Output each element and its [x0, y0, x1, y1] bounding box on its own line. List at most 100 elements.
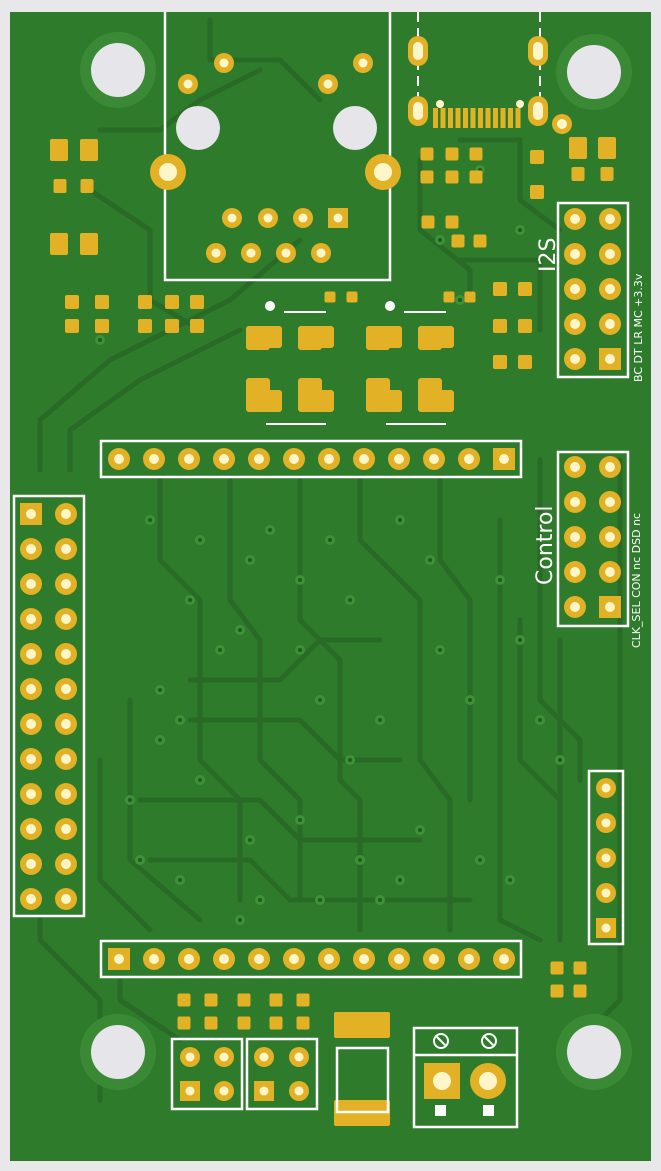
through-hole-pad	[599, 278, 621, 300]
right-single-header-outline	[587, 769, 625, 946]
through-hole-pad	[55, 783, 77, 805]
smd-pad	[451, 234, 465, 248]
smd-pad	[469, 170, 483, 184]
through-hole-pad	[20, 643, 42, 665]
smd-pad	[269, 993, 283, 1007]
mounting-hole	[91, 43, 145, 97]
smd-pad	[445, 147, 459, 161]
through-hole-pad	[564, 278, 586, 300]
through-hole-pad	[599, 208, 621, 230]
through-hole-pad	[20, 678, 42, 700]
smd-pad	[420, 170, 434, 184]
smd-pad	[177, 1016, 191, 1030]
control-title: Control	[533, 505, 558, 585]
through-hole-pad	[20, 888, 42, 910]
through-hole-pad	[20, 608, 42, 630]
through-hole-pad	[318, 448, 340, 470]
smd-pad	[334, 1012, 390, 1038]
left-dual-header-outline	[12, 494, 86, 918]
smd-pad	[165, 319, 179, 333]
through-hole-pad	[388, 448, 410, 470]
ic-footprint	[366, 301, 454, 425]
bottom-long-header-outline	[99, 939, 523, 979]
ic-footprint	[246, 301, 334, 425]
smd-pad	[237, 1016, 251, 1030]
through-hole-pad	[143, 448, 165, 470]
smd-pad	[569, 137, 587, 159]
smd-pad	[493, 282, 507, 296]
top-long-header-outline	[99, 439, 523, 479]
smd-pad	[445, 215, 459, 229]
through-hole-pad	[248, 448, 270, 470]
through-hole-pad	[214, 1081, 234, 1101]
smd-pad	[473, 234, 487, 248]
through-hole-pad	[214, 53, 234, 73]
through-hole-pad	[55, 608, 77, 630]
smd-pad	[493, 355, 507, 369]
through-hole-pad	[214, 1047, 234, 1067]
smd-pad	[518, 319, 532, 333]
through-hole-pad	[318, 74, 338, 94]
through-hole-pad	[599, 491, 621, 513]
smd-pad	[269, 1016, 283, 1030]
through-hole-pad	[20, 748, 42, 770]
smd-pad	[346, 291, 358, 303]
through-hole-pad	[599, 243, 621, 265]
smd-pad	[53, 179, 67, 193]
trimmer-pot-icon	[481, 1033, 497, 1049]
through-hole-pad	[596, 848, 616, 868]
smd-pad	[445, 170, 459, 184]
smd-pad	[598, 137, 616, 159]
through-hole-pad	[599, 526, 621, 548]
through-hole-pad	[311, 243, 331, 263]
smd-pad	[80, 233, 98, 255]
through-hole-pad	[564, 561, 586, 583]
smd-pad	[443, 291, 455, 303]
through-hole-pad	[564, 526, 586, 548]
through-hole-pad	[55, 748, 77, 770]
through-hole-pad	[20, 818, 42, 840]
smd-pad	[80, 179, 94, 193]
through-hole-pad	[213, 948, 235, 970]
through-hole-pad	[55, 678, 77, 700]
control-header-outline	[556, 450, 630, 628]
through-hole-pad	[318, 948, 340, 970]
smd-pad	[573, 984, 587, 998]
smd-pad	[50, 233, 68, 255]
smd-pad	[550, 984, 564, 998]
through-hole-pad	[108, 948, 130, 970]
smd-pad	[296, 1016, 310, 1030]
through-hole-pad	[353, 948, 375, 970]
through-hole-pad	[178, 448, 200, 470]
through-hole-pad	[596, 778, 616, 798]
through-hole-pad	[254, 1047, 274, 1067]
smd-pad	[493, 319, 507, 333]
through-hole-pad	[564, 313, 586, 335]
smd-pad	[190, 319, 204, 333]
through-hole-pad	[493, 448, 515, 470]
jumper-box-a	[170, 1037, 244, 1111]
through-hole-pad	[55, 573, 77, 595]
i2s-header-outline	[556, 201, 630, 379]
i2s-pin-labels: BC DT LR MC +3.3v	[632, 273, 645, 382]
smd-pad	[50, 139, 68, 161]
smd-pad	[518, 282, 532, 296]
through-hole-pad	[283, 448, 305, 470]
through-hole-pad	[206, 243, 226, 263]
through-hole-pad	[493, 948, 515, 970]
through-hole-pad	[180, 1047, 200, 1067]
through-hole-pad	[388, 948, 410, 970]
through-hole-pad	[258, 208, 278, 228]
smd-pad	[95, 295, 109, 309]
through-hole-pad	[289, 1047, 309, 1067]
through-hole-pad	[293, 208, 313, 228]
through-hole-pad	[564, 456, 586, 478]
through-hole-pad	[55, 643, 77, 665]
through-hole-pad	[20, 783, 42, 805]
through-hole-pad	[213, 448, 235, 470]
smd-pad	[421, 215, 435, 229]
smd-pad	[80, 139, 98, 161]
smd-pad	[65, 295, 79, 309]
through-hole-pad	[20, 538, 42, 560]
